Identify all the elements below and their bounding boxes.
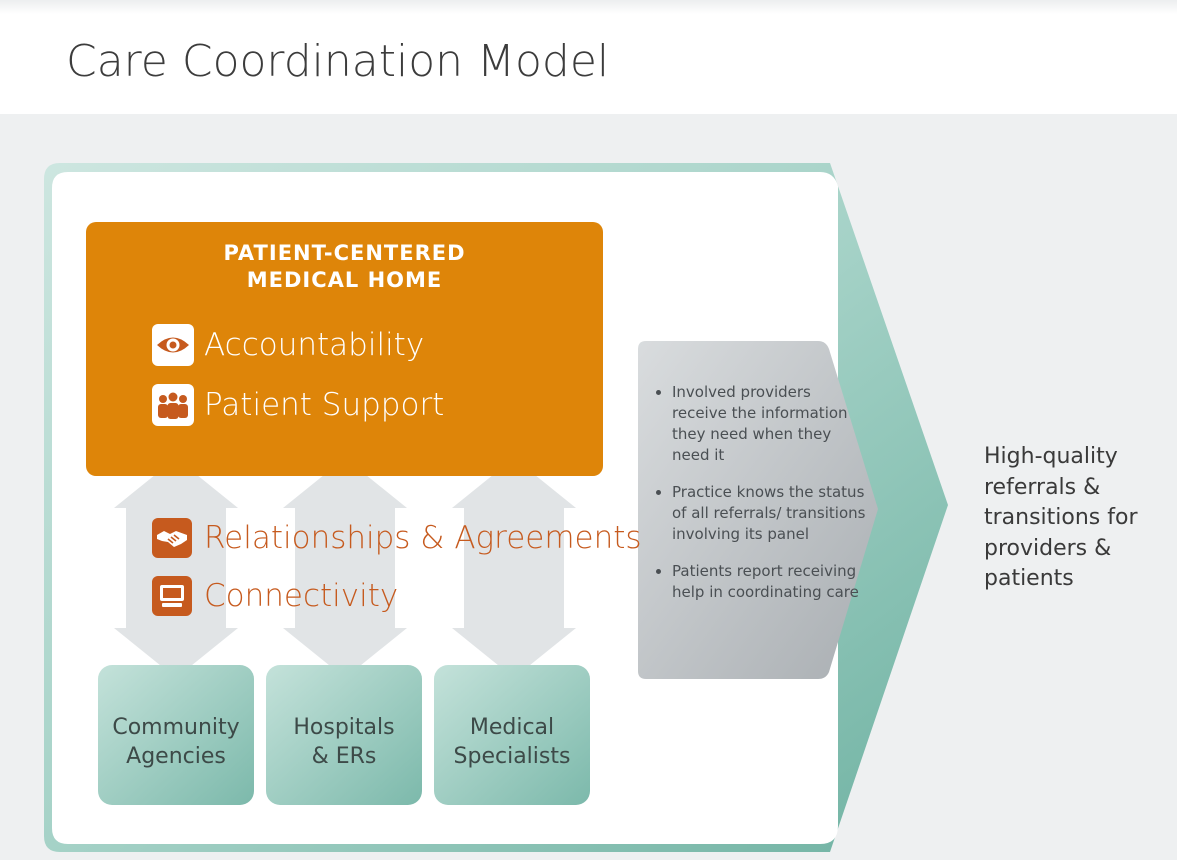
partner-box-hospitals: [266, 665, 422, 805]
middle-item-connectivity: Connectivity: [152, 576, 398, 616]
result-bullet: Patients report receiving help in coordi…: [672, 561, 867, 603]
pcmh-title-line2: MEDICAL HOME: [246, 268, 443, 292]
double-arrow-hospitals: [283, 458, 407, 678]
pcmh-item-label: Accountability: [204, 327, 425, 363]
middle-item-relationships: Relationships & Agreements: [152, 518, 642, 558]
result-bullet: Practice knows the status of all referra…: [672, 482, 867, 545]
partner-label-community: Community Agencies: [112, 715, 240, 769]
outcome-text: High-quality referrals & transitions for…: [984, 444, 1138, 591]
partner-label-hospitals: Hospitals & ERs: [293, 715, 395, 769]
results-panel: [638, 341, 878, 679]
computer-icon: [152, 576, 192, 616]
result-bullet: Involved providers receive the informati…: [672, 382, 867, 466]
pcmh-title: PATIENT-CENTERED MEDICAL HOME: [86, 240, 603, 294]
handshake-icon: [152, 518, 192, 558]
double-arrow-specialists: [452, 458, 576, 678]
eye-icon: [152, 324, 194, 366]
partner-box-specialists: [434, 665, 590, 805]
header-bar: [0, 0, 1177, 114]
pcmh-title-line1: PATIENT-CENTERED: [223, 241, 466, 265]
pcmh-item-label: Patient Support: [204, 387, 445, 423]
partner-box-community: [98, 665, 254, 805]
middle-item-label: Relationships & Agreements: [204, 520, 642, 556]
results-bullets: Involved providers receive the informati…: [652, 382, 867, 619]
double-arrow-community: [114, 458, 238, 678]
people-icon: [152, 384, 194, 426]
double-arrows: [114, 458, 576, 678]
pcmh-item-accountability: Accountability: [152, 324, 424, 366]
middle-item-label: Connectivity: [204, 578, 399, 614]
page-title: Care Coordination Model: [66, 36, 610, 87]
partner-label-specialists: Medical Specialists: [453, 715, 571, 769]
pcmh-box: [86, 222, 603, 476]
pcmh-item-patient-support: Patient Support: [152, 384, 444, 426]
